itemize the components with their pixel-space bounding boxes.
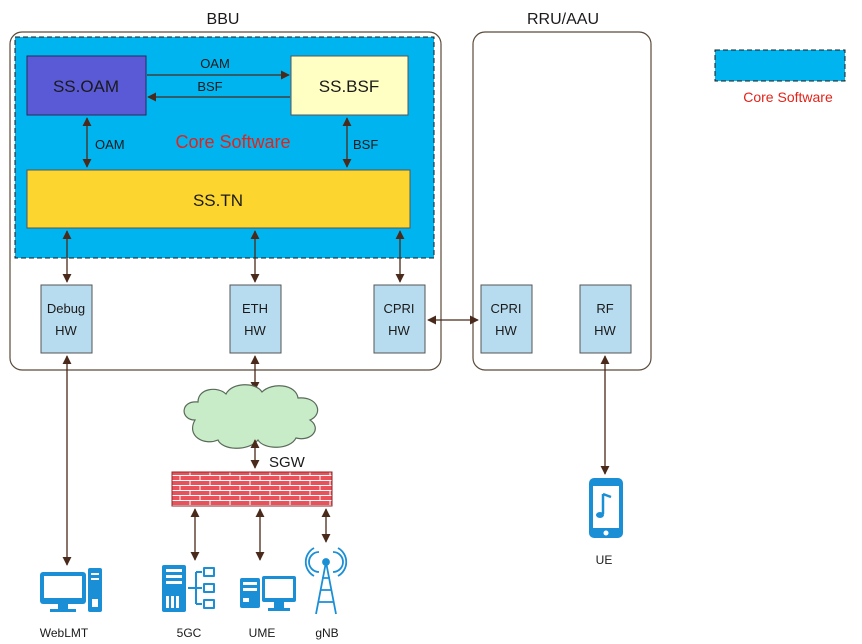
link-bsf-side-label: BSF (353, 137, 378, 152)
weblmt-computer-icon (40, 568, 102, 612)
rf-hw-box (579, 284, 632, 354)
link-oam-side-label: OAM (95, 137, 125, 152)
cpri-hw-bbu-box (373, 284, 426, 354)
legend-label: Core Software (743, 89, 833, 105)
cpri-hw-rru-line2: HW (495, 323, 517, 338)
cpri-hw-rru-box (480, 284, 533, 354)
gnb-tower-icon (304, 547, 348, 615)
cpri-hw-bbu-line2: HW (388, 323, 410, 338)
core-software-label: Core Software (175, 132, 290, 152)
rf-hw-line1: RF (596, 301, 613, 316)
weblmt-label: WebLMT (40, 626, 89, 640)
5gc-label: 5GC (177, 626, 202, 640)
ue-phone-icon (589, 478, 623, 538)
rf-hw-line2: HW (594, 323, 616, 338)
eth-hw-line2: HW (244, 323, 266, 338)
eth-hw-line1: ETH (242, 301, 268, 316)
sgw-label: SGW (269, 454, 306, 471)
firewall-icon (171, 471, 333, 507)
gnb-label: gNB (315, 626, 338, 640)
cpri-hw-rru-line1: CPRI (490, 301, 521, 316)
ue-label: UE (596, 553, 613, 567)
debug-hw-line2: HW (55, 323, 77, 338)
ss-tn-box (26, 169, 411, 229)
link-oam-top-label: OAM (200, 56, 230, 71)
legend-swatch (714, 49, 846, 82)
ss-oam-box (26, 55, 147, 116)
ume-label: UME (249, 626, 276, 640)
debug-hw-line1: Debug (47, 301, 85, 316)
eth-hw-box (229, 284, 282, 354)
ss-bsf-box (290, 55, 409, 116)
cpri-hw-bbu-line1: CPRI (383, 301, 414, 316)
debug-hw-box (40, 284, 93, 354)
bbu-title: BBU (207, 11, 240, 28)
rru-title: RRU/AAU (527, 11, 599, 28)
ss-bsf-label: SS.BSF (319, 77, 379, 96)
ss-oam-label: SS.OAM (53, 77, 119, 96)
5gc-server-icon (162, 565, 215, 612)
ss-tn-label: SS.TN (193, 191, 243, 210)
cloud-icon (183, 384, 319, 449)
ume-computer-icon (240, 576, 296, 611)
link-bsf-top-label: BSF (197, 79, 222, 94)
